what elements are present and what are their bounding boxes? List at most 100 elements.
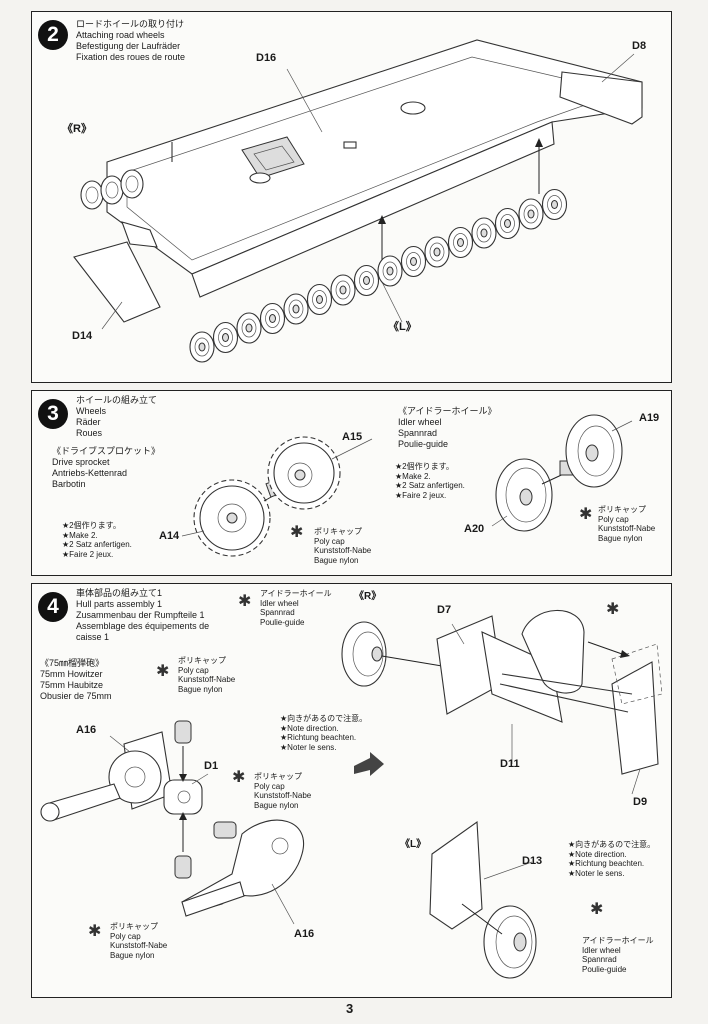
label-d1: D1 xyxy=(204,760,219,772)
polycap-line: ポリキャップ xyxy=(110,922,158,931)
polycap-icon-l: ✱ xyxy=(590,901,603,918)
polycap-line: Bague nylon xyxy=(314,555,359,565)
road-wheels-left xyxy=(189,188,568,363)
polycap-line: Kunststoff-Nabe xyxy=(598,524,656,533)
caption-jp: 《ドライブスプロケット》 xyxy=(52,446,161,456)
polycap-line: Poly cap xyxy=(110,931,141,941)
idler-line: アイドラーホイール xyxy=(260,589,332,598)
note-line: ★Note direction. xyxy=(280,723,339,733)
step-2-title: ロードホイールの取り付け Attaching road wheels Befes… xyxy=(76,19,185,63)
idler-line: Poulie-guide xyxy=(582,964,627,974)
part-d14 xyxy=(73,241,161,323)
road-wheel xyxy=(189,331,215,363)
note-line: ★Richtung beachten. xyxy=(568,859,645,868)
label-a16-bottom: A16 xyxy=(294,928,315,940)
caption-fr: Barbotin xyxy=(52,479,86,489)
road-wheels-right xyxy=(80,169,144,210)
road-wheel xyxy=(353,264,380,297)
note-line: ★Noter le sens. xyxy=(568,868,625,878)
polycap-icon-right: ✱ xyxy=(579,506,592,523)
idler-line: アイドラーホイール xyxy=(582,936,654,945)
part-d7-d11-assembly xyxy=(436,610,663,775)
polycap-a xyxy=(174,720,192,744)
polycap-b xyxy=(213,821,237,839)
note-line: ★Note direction. xyxy=(568,849,627,859)
polycap-line: ポリキャップ xyxy=(598,505,646,514)
sprocket-a15 xyxy=(267,436,341,510)
note-line: ★向きがあるので注意。 xyxy=(280,714,368,723)
label-d7: D7 xyxy=(437,604,452,616)
polycap-icon-a: ✱ xyxy=(156,663,169,680)
make-two-note-right: ★2個作ります。 ★Make 2. ★2 Satz anfertigen. ★F… xyxy=(395,462,465,500)
part-d8 xyxy=(559,71,643,125)
direction-note-l: ★向きがあるので注意。 ★Note direction. ★Richtung b… xyxy=(568,840,655,878)
caption-fr: Obusier de 75mm xyxy=(40,691,112,701)
note-line: ★Faire 2 jeux. xyxy=(62,549,114,559)
idler-wheel-r xyxy=(341,621,443,687)
caption-fr: Poulie-guide xyxy=(398,439,449,449)
title-jp: ロードホイールの取り付け xyxy=(76,19,185,29)
title-fr-cont: caisse 1 xyxy=(76,632,110,642)
label-d14: D14 xyxy=(72,330,93,342)
polycap-line: ポリキャップ xyxy=(178,656,226,665)
caption-en: Idler wheel xyxy=(398,417,442,427)
road-wheel xyxy=(259,302,286,335)
polycap-caption-left: ポリキャップ Poly cap Kunststoff-Nabe Bague ny… xyxy=(314,527,371,565)
title-de: Zusammenbau der Rumpfteile 1 xyxy=(76,610,205,620)
polycap-icon-d7: ✱ xyxy=(606,601,619,618)
idler-caption-r: アイドラーホイール Idler wheel Spannrad Poulie-gu… xyxy=(260,589,332,627)
road-wheel xyxy=(424,236,450,268)
idler-line: Idler wheel xyxy=(582,945,621,955)
polycap-line: Poly cap xyxy=(254,781,285,791)
step-3-title: ホイールの組み立て Wheels Räder Roues xyxy=(76,395,157,439)
idler-a20 xyxy=(495,458,553,532)
title-jp: ホイールの組み立て xyxy=(76,395,158,405)
polycap-caption-right: ポリキャップ Poly cap Kunststoff-Nabe Bague ny… xyxy=(598,505,655,543)
road-wheel xyxy=(330,274,356,306)
make-two-note-left: ★2個作ります。 ★Make 2. ★2 Satz anfertigen. ★F… xyxy=(62,521,132,559)
title-fr: Roues xyxy=(76,428,103,438)
road-wheel xyxy=(377,255,403,287)
idler-caption: 《アイドラーホイール》 Idler wheel Spannrad Poulie-… xyxy=(398,406,497,450)
polycap-line: Bague nylon xyxy=(598,533,643,543)
polycap-line: ポリキャップ xyxy=(254,772,302,781)
polycap-line: Kunststoff-Nabe xyxy=(178,675,236,684)
polycap-caption-a: ポリキャップ Poly cap Kunststoff-Nabe Bague ny… xyxy=(178,656,235,694)
step-number-4: 4 xyxy=(38,592,68,622)
polycap-c xyxy=(174,855,192,879)
note-line: ★Richtung beachten. xyxy=(280,733,357,742)
caption-en: 75mm Howitzer xyxy=(40,669,103,679)
label-a19: A19 xyxy=(639,412,660,424)
title-fr: Assemblage des équipements de xyxy=(76,621,210,631)
sprocket-a14 xyxy=(193,479,271,557)
step-4-panel: 4 車体部品の組み立て1 Hull parts assembly 1 Zusam… xyxy=(31,583,672,998)
polycap-line: Bague nylon xyxy=(178,684,223,694)
next-step-arrow xyxy=(354,752,384,776)
note-line: ★2個作ります。 xyxy=(395,462,454,471)
title-en: Wheels xyxy=(76,406,107,416)
note-line: ★2個作ります。 xyxy=(62,521,121,530)
road-wheel xyxy=(212,321,239,354)
idler-a19 xyxy=(565,414,623,488)
label-d9: D9 xyxy=(633,796,648,808)
label-r-side: 《R》 xyxy=(354,591,382,602)
caption-de: Antriebs-Kettenrad xyxy=(52,468,128,478)
step-number-3: 3 xyxy=(38,399,68,429)
step-3-panel: 3 ホイールの組み立て Wheels Räder Roues 《ドライブスプロケ… xyxy=(31,390,672,576)
polycap-line: Poly cap xyxy=(598,514,629,524)
hull-plate xyxy=(106,39,643,275)
note-line: ★2 Satz anfertigen. xyxy=(395,481,465,490)
note-line: ★Noter le sens. xyxy=(280,742,337,752)
polycap-icon-r: ✱ xyxy=(238,593,251,610)
road-wheel xyxy=(494,207,521,240)
step-4-title: 車体部品の組み立て1 Hull parts assembly 1 Zusamme… xyxy=(76,588,209,643)
howitzer-caption: 《75㎜榴弾砲》 75mm Howitzer 75mm Haubitze Obu… xyxy=(40,658,112,702)
road-wheel xyxy=(447,226,474,259)
hull-road-wheels-drawing xyxy=(73,39,643,363)
part-d13 xyxy=(429,820,483,930)
hull-hatch xyxy=(241,136,305,179)
label-d16: D16 xyxy=(256,52,277,64)
road-wheel xyxy=(283,293,309,325)
caption-de: 75mm Haubitze xyxy=(40,680,104,690)
road-wheel xyxy=(518,198,544,230)
